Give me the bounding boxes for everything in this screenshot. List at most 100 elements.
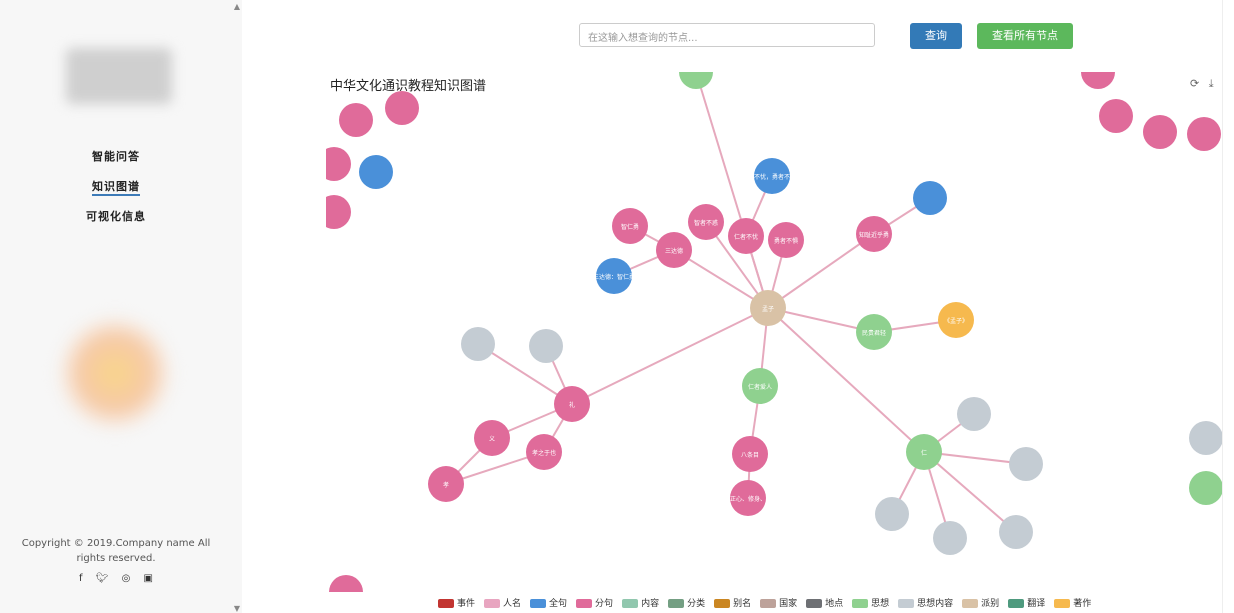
- graph-node-partial[interactable]: [326, 147, 351, 181]
- graph-node-unlabeled[interactable]: [933, 521, 967, 555]
- graph-node-label: 仁者爱人: [748, 383, 772, 391]
- graph-node[interactable]: [938, 302, 974, 338]
- sidebar-nav: 智能问答 知识图谱 可视化信息: [0, 148, 232, 238]
- graph-edge: [673, 249, 769, 309]
- search-input[interactable]: 在这输入想查询的节点...: [579, 23, 875, 47]
- graph-node-partial[interactable]: [1099, 99, 1133, 133]
- nav-item-visualization[interactable]: 可视化信息: [86, 210, 146, 223]
- legend-item[interactable]: 全句: [530, 596, 567, 609]
- graph-node-partial[interactable]: [359, 155, 393, 189]
- graph-node[interactable]: [750, 290, 786, 326]
- graph-node-unlabeled[interactable]: [957, 397, 991, 431]
- legend-item[interactable]: 国家: [760, 596, 797, 609]
- knowledge-graph-canvas[interactable]: 孟子仁者不忧勇者不惧智者不惑三达德智仁勇仁者不忧，勇者不惧。三达德：智仁勇知耻近…: [326, 72, 1222, 592]
- legend-swatch: [668, 599, 685, 608]
- page-scrollbar[interactable]: [1222, 0, 1234, 613]
- legend-item[interactable]: 事件: [438, 596, 475, 609]
- graph-svg[interactable]: 孟子仁者不忧勇者不惧智者不惑三达德智仁勇仁者不忧，勇者不惧。三达德：智仁勇知耻近…: [326, 72, 1222, 592]
- graph-node-partial[interactable]: [1187, 117, 1221, 151]
- legend-item[interactable]: 人名: [484, 596, 521, 609]
- graph-node-partial[interactable]: [326, 195, 351, 229]
- graph-node-label: 孝之于也: [532, 449, 556, 457]
- graph-node[interactable]: [428, 466, 464, 502]
- instagram-icon[interactable]: ◎: [121, 573, 131, 584]
- legend-item[interactable]: 别名: [714, 596, 751, 609]
- graph-node-unlabeled[interactable]: [913, 181, 947, 215]
- legend-swatch: [962, 599, 979, 608]
- legend-item[interactable]: 内容: [622, 596, 659, 609]
- graph-node[interactable]: [730, 480, 766, 516]
- graph-node[interactable]: [732, 436, 768, 472]
- nav-item-qa[interactable]: 智能问答: [92, 150, 140, 163]
- legend-swatch: [852, 599, 869, 608]
- graph-node-partial[interactable]: [339, 103, 373, 137]
- graph-node[interactable]: [856, 216, 892, 252]
- graph-node-label: 八条目: [741, 451, 759, 459]
- graph-node[interactable]: [728, 218, 764, 254]
- graph-node[interactable]: [474, 420, 510, 456]
- graph-node-label: 礼: [569, 401, 575, 409]
- decorative-image: [60, 318, 170, 428]
- facebook-icon[interactable]: f: [79, 573, 83, 584]
- graph-node[interactable]: [742, 368, 778, 404]
- graph-node-unlabeled[interactable]: [999, 515, 1033, 549]
- graph-node-partial[interactable]: [385, 91, 419, 125]
- graph-node-label: 孝: [443, 481, 449, 489]
- graph-node[interactable]: [612, 208, 648, 244]
- legend-swatch: [1054, 599, 1071, 608]
- graph-node-partial[interactable]: [1189, 471, 1222, 505]
- query-button[interactable]: 查询: [910, 23, 962, 49]
- graph-node-label: 勇者不惧: [774, 237, 798, 245]
- graph-edge: [571, 307, 769, 405]
- graph-node-partial[interactable]: [679, 72, 713, 83]
- legend-item[interactable]: 派别: [962, 596, 999, 609]
- graph-node[interactable]: [856, 314, 892, 350]
- show-all-nodes-button[interactable]: 查看所有节点: [977, 23, 1073, 49]
- graph-node-partial[interactable]: [1189, 421, 1222, 455]
- legend-swatch: [484, 599, 501, 608]
- twitter-icon[interactable]: 🐦︎: [95, 573, 109, 584]
- graph-node[interactable]: [596, 258, 632, 294]
- graph-node[interactable]: [554, 386, 590, 422]
- linkedin-icon[interactable]: ▣: [143, 573, 153, 584]
- graph-node-unlabeled[interactable]: [529, 329, 563, 363]
- graph-node-label: 民贵君轻: [862, 329, 886, 337]
- nav-item-knowledge-graph[interactable]: 知识图谱: [0, 178, 232, 196]
- graph-node[interactable]: [688, 204, 724, 240]
- graph-node-partial[interactable]: [1143, 115, 1177, 149]
- legend-item[interactable]: 著作: [1054, 596, 1091, 609]
- download-icon[interactable]: ⤓: [1208, 77, 1214, 90]
- legend-label: 地点: [825, 599, 844, 609]
- graph-node[interactable]: [526, 434, 562, 470]
- graph-node[interactable]: [768, 222, 804, 258]
- legend-label: 事件: [457, 599, 476, 609]
- social-links: f 🐦︎ ◎ ▣: [0, 573, 232, 584]
- graph-node-unlabeled[interactable]: [461, 327, 495, 361]
- scroll-down-icon[interactable]: ▼: [233, 604, 241, 613]
- legend-label: 思想内容: [917, 599, 954, 609]
- sidebar: 智能问答 知识图谱 可视化信息 Copyright © 2019.Company…: [0, 0, 232, 613]
- graph-node-unlabeled[interactable]: [1009, 447, 1043, 481]
- graph-edge: [477, 343, 573, 405]
- graph-node-label: 智者不惑: [694, 219, 718, 227]
- graph-node-partial[interactable]: [329, 575, 363, 592]
- legend-item[interactable]: 分句: [576, 596, 613, 609]
- graph-toolbox: ⟳ ⤓: [1184, 77, 1214, 91]
- refresh-icon[interactable]: ⟳: [1190, 77, 1200, 90]
- graph-node[interactable]: [656, 232, 692, 268]
- graph-node[interactable]: [754, 158, 790, 194]
- graph-node-label: 义: [489, 436, 495, 443]
- graph-node[interactable]: [906, 434, 942, 470]
- scroll-up-icon[interactable]: ▲: [233, 2, 241, 11]
- legend-item[interactable]: 思想内容: [898, 596, 953, 609]
- legend-item[interactable]: 思想: [852, 596, 889, 609]
- legend-item[interactable]: 分类: [668, 596, 705, 609]
- logo: [66, 48, 172, 104]
- legend-item[interactable]: 翻译: [1008, 596, 1045, 609]
- legend-label: 分句: [595, 599, 614, 609]
- graph-node-label: 三达德：智仁勇: [593, 273, 635, 281]
- graph-node-partial[interactable]: [1081, 72, 1115, 89]
- sidebar-scrollbar[interactable]: ▲ ▼: [232, 0, 242, 613]
- graph-node-unlabeled[interactable]: [875, 497, 909, 531]
- legend-item[interactable]: 地点: [806, 596, 843, 609]
